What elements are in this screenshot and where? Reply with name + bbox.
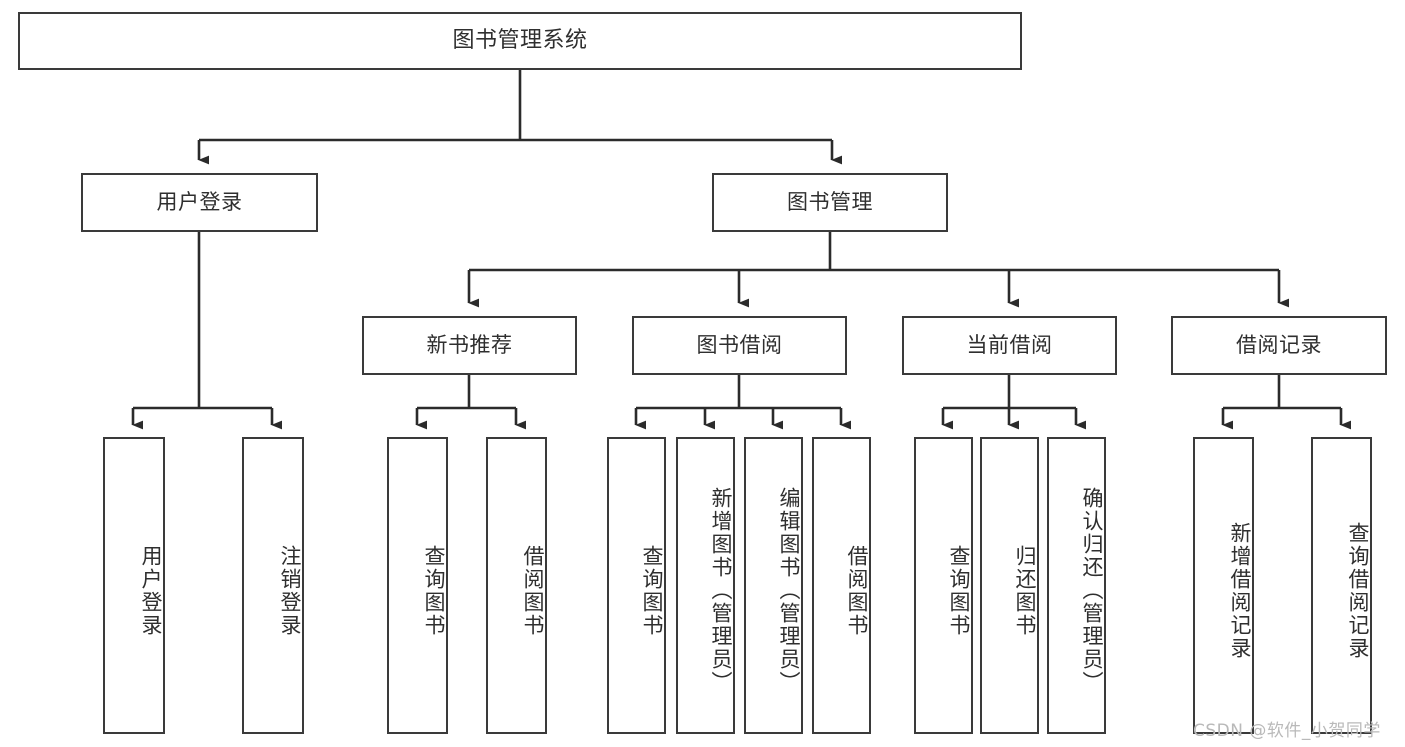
- node-leaf-query-book-3-label: 查询图书: [947, 544, 971, 637]
- node-leaf-add-book-label: 新增图书（管理员）: [709, 487, 733, 694]
- node-leaf-query-book-2[interactable]: 查询图书: [607, 437, 666, 734]
- node-leaf-borrow-book-2[interactable]: 借阅图书: [812, 437, 871, 734]
- csdn-watermark: CSDN @软件_小贺同学: [1193, 721, 1381, 741]
- node-leaf-edit-book-label: 编辑图书（管理员）: [777, 487, 801, 694]
- node-leaf-query-book-1-label: 查询图书: [422, 544, 446, 637]
- node-root[interactable]: 图书管理系统: [18, 12, 1022, 70]
- node-current-borrow[interactable]: 当前借阅: [902, 316, 1117, 375]
- node-leaf-borrow-book-1[interactable]: 借阅图书: [486, 437, 547, 734]
- node-leaf-add-record[interactable]: 新增借阅记录: [1193, 437, 1254, 734]
- node-user-login[interactable]: 用户登录: [81, 173, 318, 232]
- node-leaf-confirm-return-label: 确认归还（管理员）: [1080, 487, 1104, 694]
- node-leaf-add-book[interactable]: 新增图书（管理员）: [676, 437, 735, 734]
- node-book-manage[interactable]: 图书管理: [712, 173, 948, 232]
- node-new-book-rec[interactable]: 新书推荐: [362, 316, 577, 375]
- node-borrow-record[interactable]: 借阅记录: [1171, 316, 1387, 375]
- node-leaf-confirm-return[interactable]: 确认归还（管理员）: [1047, 437, 1106, 734]
- node-leaf-query-book-2-label: 查询图书: [640, 544, 664, 637]
- node-book-borrow[interactable]: 图书借阅: [632, 316, 847, 375]
- node-leaf-return-book[interactable]: 归还图书: [980, 437, 1039, 734]
- node-leaf-return-book-label: 归还图书: [1013, 544, 1037, 637]
- node-leaf-query-record[interactable]: 查询借阅记录: [1311, 437, 1372, 734]
- node-leaf-query-record-label: 查询借阅记录: [1346, 521, 1370, 660]
- node-leaf-query-book-3[interactable]: 查询图书: [914, 437, 973, 734]
- node-leaf-user-login[interactable]: 用户登录: [103, 437, 165, 734]
- node-leaf-edit-book[interactable]: 编辑图书（管理员）: [744, 437, 803, 734]
- node-leaf-borrow-book-1-label: 借阅图书: [521, 544, 545, 637]
- node-leaf-add-record-label: 新增借阅记录: [1228, 521, 1252, 660]
- node-leaf-logout[interactable]: 注销登录: [242, 437, 304, 734]
- node-leaf-user-login-label: 用户登录: [139, 544, 163, 637]
- node-leaf-query-book-1[interactable]: 查询图书: [387, 437, 448, 734]
- node-leaf-borrow-book-2-label: 借阅图书: [845, 544, 869, 637]
- node-leaf-logout-label: 注销登录: [278, 544, 302, 637]
